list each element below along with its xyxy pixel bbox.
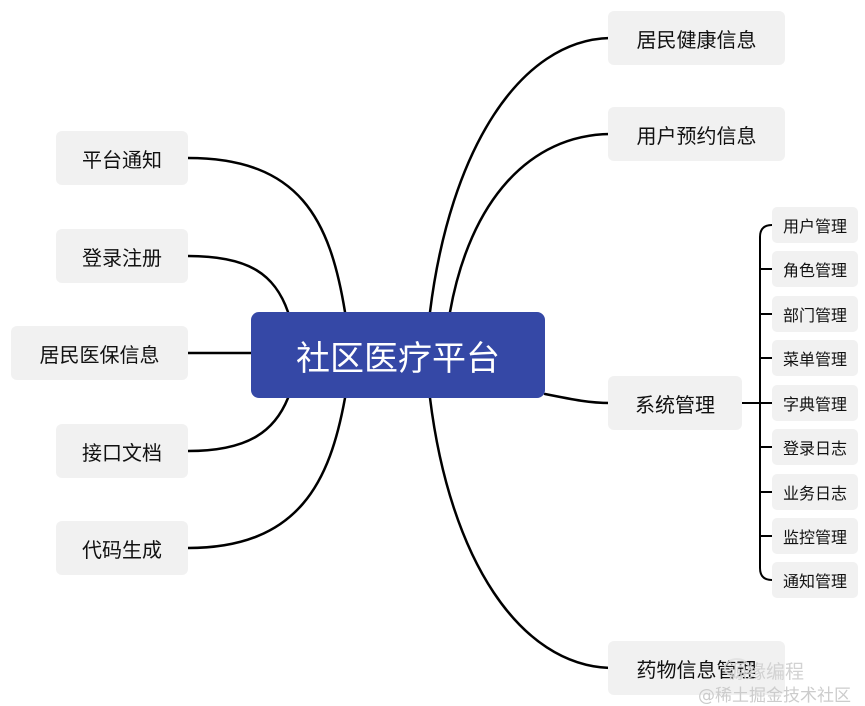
edge-drug-info	[428, 396, 612, 670]
edge-user-appointment	[448, 132, 612, 314]
edge-code-gen	[186, 396, 347, 550]
node-monitor-manage[interactable]: 监控管理	[772, 518, 858, 554]
edge-system-manage	[543, 392, 612, 405]
node-user-manage[interactable]: 用户管理	[772, 207, 858, 243]
node-user-appointment[interactable]: 用户预约信息	[608, 107, 785, 161]
node-resident-health[interactable]: 居民健康信息	[608, 11, 785, 65]
edge-login-register	[186, 254, 290, 314]
node-code-gen[interactable]: 代码生成	[56, 521, 188, 575]
node-resident-insurance[interactable]: 居民医保信息	[11, 326, 188, 380]
edge-resident-health	[428, 36, 612, 314]
wechat-icon	[724, 658, 750, 678]
watermark-author: 源缘编程	[728, 661, 805, 683]
edge-api-docs	[186, 396, 290, 453]
node-menu-manage[interactable]: 菜单管理	[772, 340, 858, 376]
edge-platform-notice	[186, 156, 347, 314]
node-notice-manage[interactable]: 通知管理	[772, 562, 858, 598]
node-api-docs[interactable]: 接口文档	[56, 424, 188, 478]
node-dict-manage[interactable]: 字典管理	[772, 385, 858, 421]
node-dept-manage[interactable]: 部门管理	[772, 296, 858, 332]
node-system-manage[interactable]: 系统管理	[608, 376, 742, 430]
node-login-register[interactable]: 登录注册	[56, 229, 188, 283]
watermark-site: @稀土掘金技术社区	[698, 686, 851, 706]
node-login-log[interactable]: 登录日志	[772, 429, 858, 465]
node-role-manage[interactable]: 角色管理	[772, 251, 858, 287]
node-business-log[interactable]: 业务日志	[772, 474, 858, 510]
node-platform-notice[interactable]: 平台通知	[56, 131, 188, 185]
root-node[interactable]: 社区医疗平台	[251, 312, 545, 398]
